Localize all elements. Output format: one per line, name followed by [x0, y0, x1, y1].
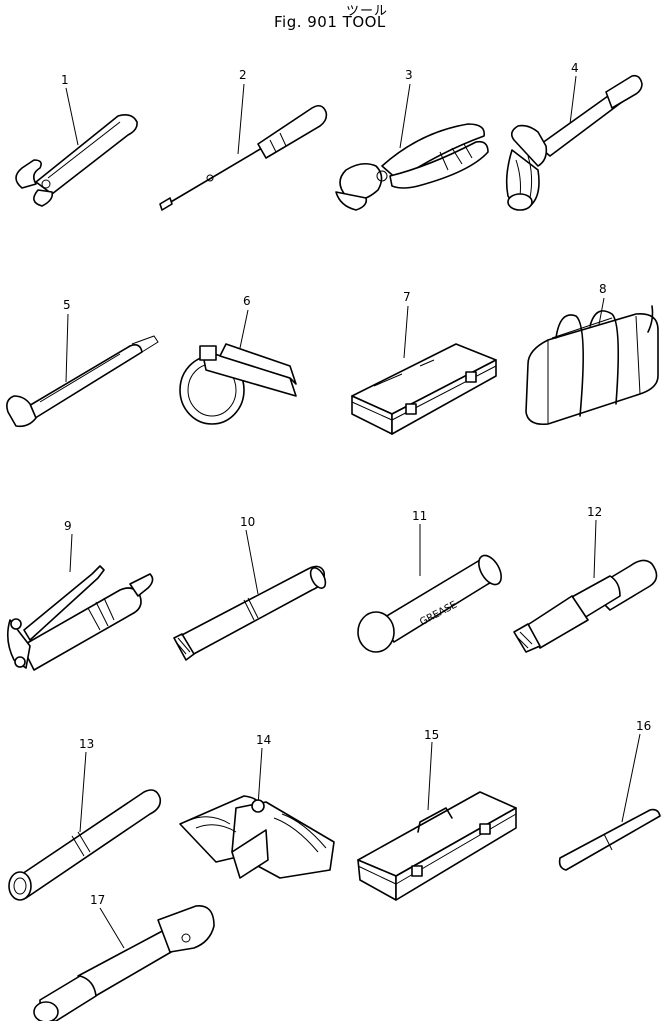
part-2-screwdriver: 2	[159, 68, 328, 211]
part-3-pliers: 3	[335, 68, 489, 211]
part-4-hammer: 4	[505, 61, 643, 211]
part-12-coupling: 12	[513, 505, 658, 653]
callout-8: 8	[599, 282, 607, 296]
part-8-tool-bag: 8	[525, 282, 659, 426]
part-14-wrench-set: 14	[179, 733, 335, 879]
part-11-grease-cartridge: 11 GREASE	[357, 509, 502, 653]
part-17-socket-wrench: 17	[33, 893, 215, 1021]
part-5-pressure-gauge: 5	[6, 298, 159, 428]
part-13-box-wrench-pipe: 13	[8, 737, 162, 901]
callout-2: 2	[239, 68, 247, 82]
part-9-grease-gun: 9	[6, 519, 154, 671]
callout-5: 5	[63, 298, 71, 312]
callout-1: 1	[61, 73, 69, 87]
figure-title: Fig. 901 TOOL	[274, 13, 386, 31]
callout-10: 10	[240, 515, 255, 529]
callout-7: 7	[403, 290, 411, 304]
part-15-tool-box: 15	[357, 728, 517, 901]
part-6-filter-wrench: 6	[179, 294, 297, 425]
callout-4: 4	[571, 61, 579, 75]
part-10-extension-pipe: 10	[173, 515, 327, 661]
part-1-adjustable-wrench: 1	[15, 73, 138, 207]
part-7-tool-case: 7	[351, 290, 497, 435]
callout-12: 12	[587, 505, 602, 519]
callout-16: 16	[636, 719, 651, 733]
callout-14: 14	[256, 733, 271, 747]
callout-17: 17	[90, 893, 105, 907]
part-16-bar: 16	[558, 719, 661, 871]
callout-15: 15	[424, 728, 439, 742]
callout-13: 13	[79, 737, 94, 751]
callout-6: 6	[243, 294, 251, 308]
callout-11: 11	[412, 509, 427, 523]
callout-3: 3	[405, 68, 413, 82]
figure-subtitle-jp: ツール	[346, 4, 389, 19]
callout-9: 9	[64, 519, 72, 533]
